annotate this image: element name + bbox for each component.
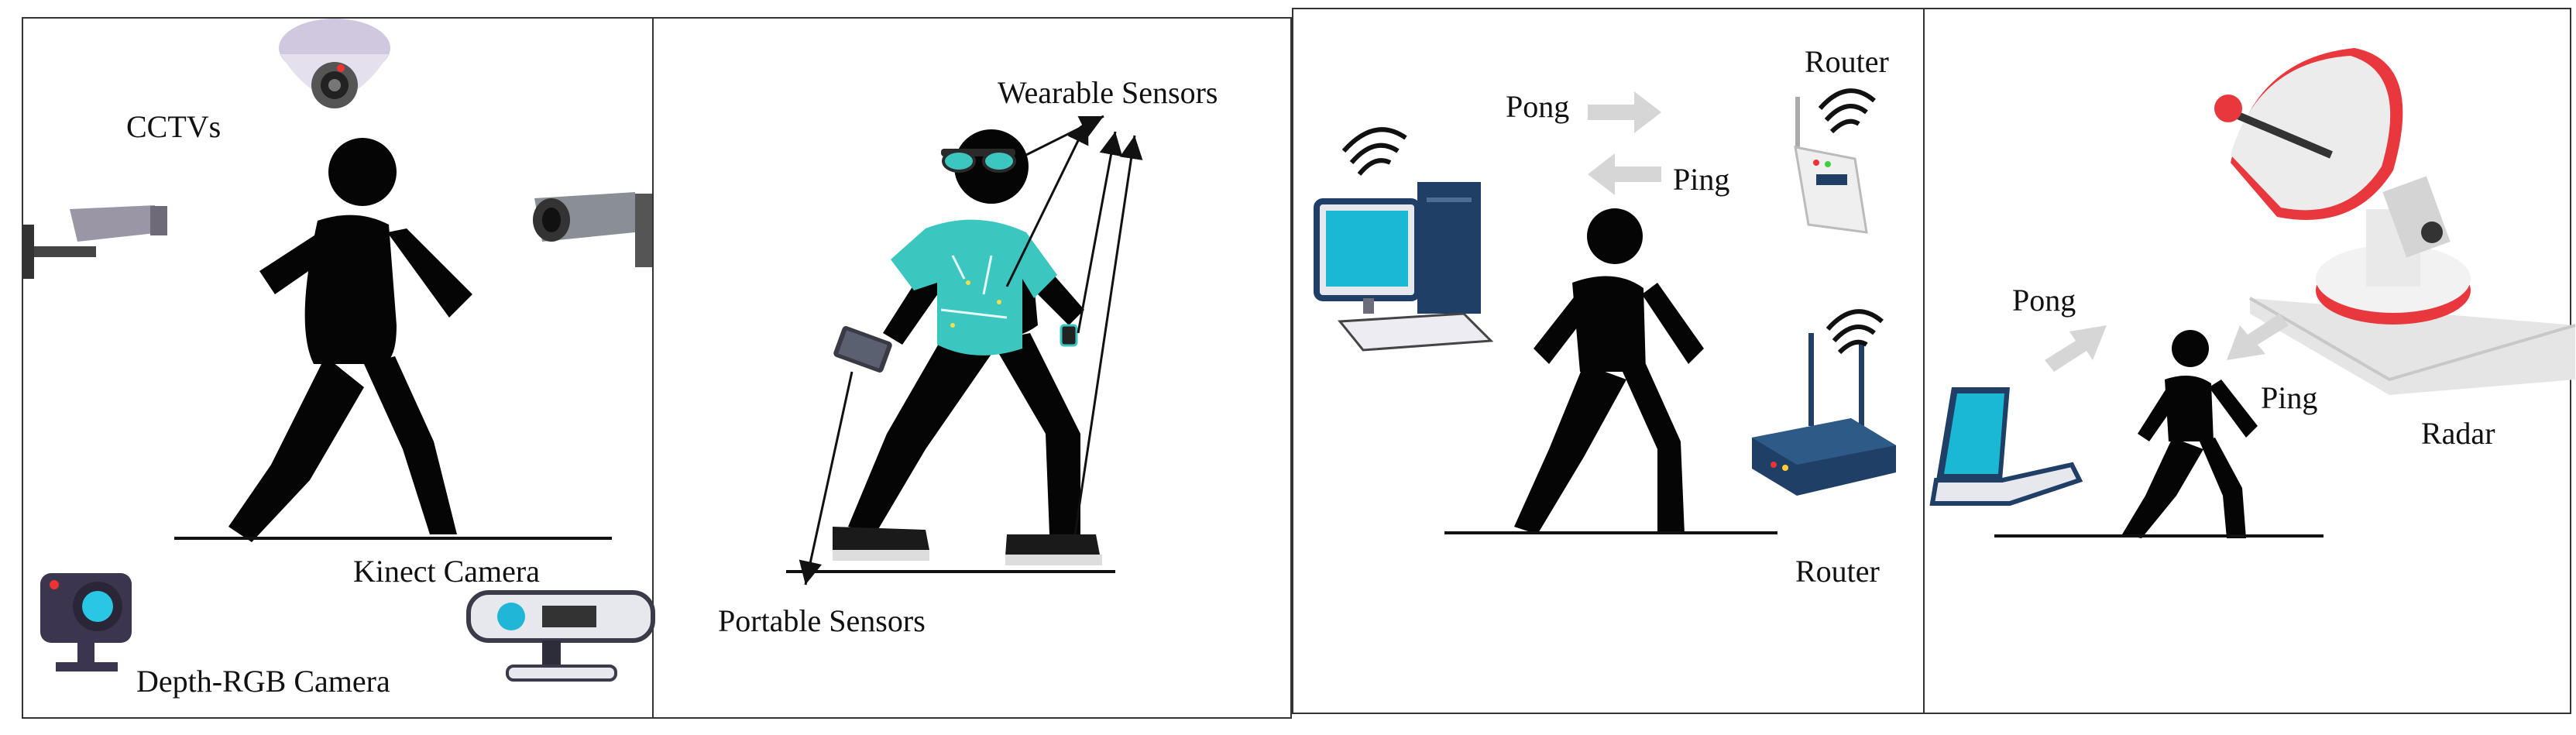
panel-divider-2 [1923, 8, 1925, 714]
walking-person-3-icon [1514, 208, 1704, 534]
radar-label: Radar [2421, 416, 2495, 451]
portable-sensors-label: Portable Sensors [718, 603, 926, 638]
router-bottom-icon [1752, 333, 1896, 496]
bullet-camera-left-icon [22, 205, 167, 279]
ping-label-wifi: Ping [1673, 162, 1730, 197]
smart-glasses-icon [941, 149, 1016, 173]
smartphone-icon [833, 326, 892, 373]
sneakers-icon [833, 527, 1102, 565]
router-top-icon [1794, 97, 1868, 234]
pong-label-wifi: Pong [1506, 89, 1570, 124]
depth-rgb-camera-label: Depth-RGB Camera [136, 664, 390, 699]
ping-arrow-wifi-icon [1588, 153, 1661, 195]
pong-arrow-radar-icon [2045, 325, 2107, 372]
cctvs-label: CCTVs [126, 109, 222, 144]
router-bottom-label: Router [1795, 554, 1880, 589]
left-figure-frame [22, 17, 1292, 719]
wifi-signal-router-bottom-icon [1826, 309, 1884, 355]
ping-arrow-radar-icon [2227, 314, 2289, 360]
dome-cctv-icon [279, 19, 390, 108]
walking-person-1-icon [228, 138, 472, 542]
depth-rgb-camera-icon [40, 573, 132, 671]
pong-label-radar: Pong [2012, 283, 2076, 318]
panel-divider-1 [652, 17, 654, 719]
wifi-signal-computer-icon [1341, 127, 1407, 176]
router-top-label: Router [1805, 44, 1889, 79]
bullet-camera-right-icon [533, 192, 652, 267]
smartwatch-icon [1060, 324, 1078, 347]
pong-arrow-wifi-icon [1588, 91, 1661, 133]
wifi-signal-router-top-icon [1818, 88, 1876, 134]
wearable-sensor-arrows [1005, 115, 1143, 535]
laptop-icon [1929, 387, 2083, 506]
radar-dish-icon [2214, 48, 2576, 395]
wearable-sensors-label: Wearable Sensors [998, 75, 1218, 110]
walking-person-4-icon [2122, 330, 2258, 538]
sensor-shirt-icon [891, 219, 1057, 355]
kinect-camera-label: Kinect Camera [353, 554, 540, 589]
kinect-camera-icon [466, 590, 655, 682]
ping-label-radar: Ping [2261, 380, 2318, 415]
portable-sensor-arrow [799, 371, 854, 586]
desktop-computer-icon [1314, 182, 1494, 352]
